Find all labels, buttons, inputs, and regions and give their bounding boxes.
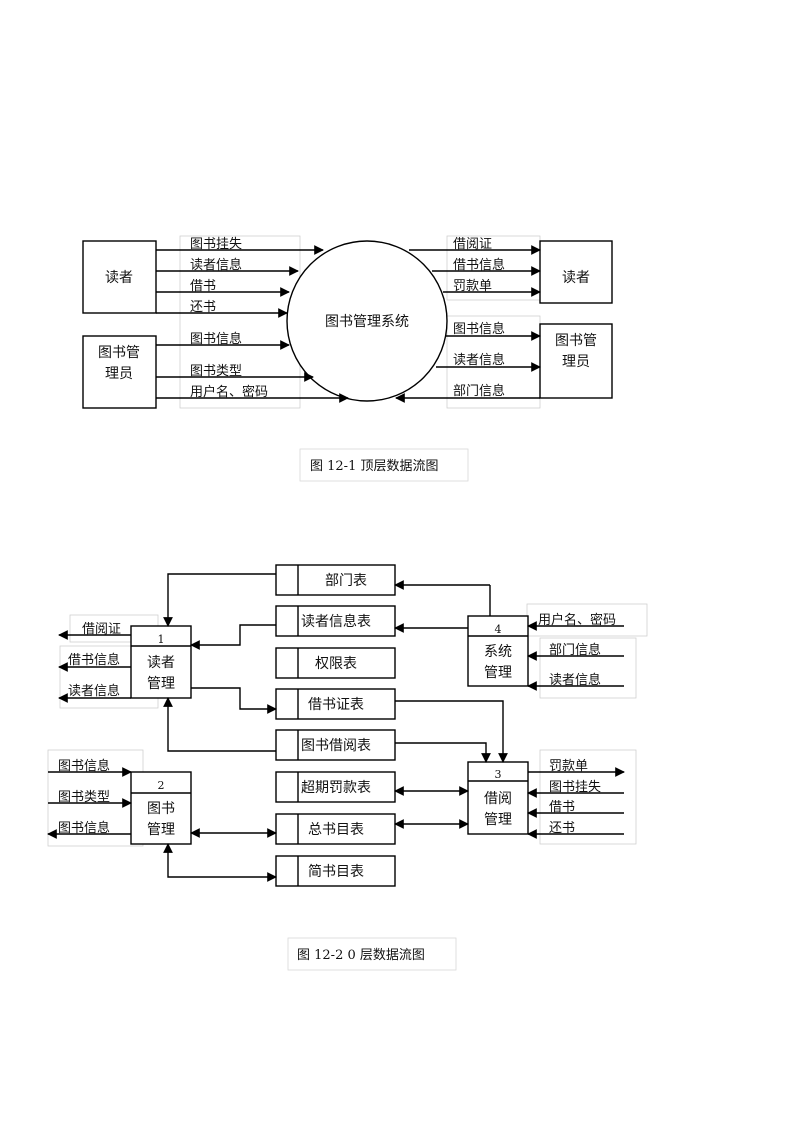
- flow-library-card-to-p3: [395, 700, 508, 763]
- entity-reader-right-label: 读者: [562, 269, 590, 286]
- process-3-label-1: 借阅: [484, 791, 512, 807]
- flow-label-p3-fine-notice: 罚款单: [549, 759, 588, 774]
- top-level-dfd: 读者 图书管 理员 读者 图书管 理员 图书管理系统 图书挂失 读者信息 借书 …: [82, 235, 613, 482]
- entity-admin-right-label-2: 理员: [562, 354, 590, 370]
- entity-admin-right-label-1: 图书管: [555, 333, 597, 349]
- flow-label-p3-borrow: 借书: [549, 800, 575, 815]
- level-0-dfd: 1 读者 管理 2 图书 管理 3 借阅 管理 4 系统 管理 部门表 读者信息…: [47, 564, 648, 971]
- store-department-table: 部门表: [275, 564, 396, 596]
- store-overdue-fine-table: 超期罚款表: [275, 771, 396, 803]
- entity-reader-left-label: 读者: [105, 269, 133, 286]
- process-4-label-2: 管理: [484, 665, 512, 681]
- entity-reader-left: [82, 240, 157, 314]
- flow-label-department-info: 部门信息: [453, 383, 505, 399]
- store-borrow-record-table: 图书借阅表: [275, 729, 396, 761]
- flow-label-book-info-out: 图书信息: [453, 321, 505, 337]
- caption-level-0: 图 12-2 0 层数据流图: [297, 948, 425, 963]
- flow-label-p2-book-type: 图书类型: [58, 790, 110, 805]
- flow-label-p2-book-info-in: 图书信息: [58, 758, 110, 774]
- store-reader-info-table-label: 读者信息表: [301, 613, 371, 630]
- process-3-borrow-management: [467, 761, 529, 835]
- flow-label-reader-info: 读者信息: [190, 257, 242, 273]
- flow-label-book-info-in: 图书信息: [190, 331, 242, 347]
- entity-admin-left-label-1: 图书管: [98, 345, 140, 361]
- store-brief-catalog-table-label: 简书目表: [308, 863, 364, 880]
- flow-label-p4-username-password: 用户名、密码: [538, 612, 616, 628]
- caption-top-level: 图 12-1 顶层数据流图: [310, 459, 438, 474]
- store-library-card-table: 借书证表: [275, 688, 396, 720]
- ghost-p3-flows: [539, 749, 637, 845]
- flow-borrow-record-to-p1: [163, 697, 276, 752]
- entity-reader-right: [539, 240, 613, 304]
- caption-box-1: [299, 448, 469, 482]
- flow-label-p1-library-card: 借阅证: [82, 622, 121, 637]
- flow-borrow-record-to-p3: [395, 742, 491, 763]
- store-general-catalog-table-label: 总书目表: [308, 822, 364, 838]
- flow-label-library-card: 借阅证: [453, 237, 492, 252]
- process-library-system: [286, 240, 448, 402]
- store-permission-table-label: 权限表: [315, 656, 357, 672]
- flow-label-p4-department-info: 部门信息: [549, 642, 601, 658]
- process-3-label-2: 管理: [484, 812, 512, 828]
- process-2-book-management: [130, 771, 192, 845]
- store-reader-info-table: 读者信息表: [275, 605, 396, 637]
- flow-label-borrow-info: 借书信息: [453, 257, 505, 273]
- flow-label-p3-return: 还书: [549, 821, 575, 836]
- process-2-label-2: 管理: [147, 822, 175, 838]
- flow-label-fine-notice: 罚款单: [453, 279, 492, 294]
- store-brief-catalog-table: 简书目表: [275, 855, 396, 887]
- flow-label-p1-reader-info: 读者信息: [68, 683, 120, 699]
- entity-admin-right: [539, 323, 613, 399]
- flow-p2-brief-catalog: [163, 843, 277, 882]
- process-1-number: 1: [158, 633, 165, 646]
- process-1-label-1: 读者: [147, 654, 175, 671]
- process-4-number: 4: [495, 623, 502, 636]
- flow-label-borrow: 借书: [190, 279, 216, 294]
- process-1-label-2: 管理: [147, 676, 175, 692]
- store-general-catalog-table: 总书目表: [275, 813, 396, 845]
- flow-label-reader-info-out: 读者信息: [453, 352, 505, 368]
- store-overdue-fine-table-label: 超期罚款表: [301, 780, 371, 796]
- flow-label-p1-borrow-info: 借书信息: [68, 652, 120, 668]
- process-3-number: 3: [495, 768, 502, 781]
- flow-label-report-loss: 图书挂失: [190, 237, 242, 252]
- process-4-label-1: 系统: [484, 644, 512, 660]
- store-borrow-record-table-label: 图书借阅表: [301, 738, 371, 754]
- process-1-reader-management: [130, 625, 192, 699]
- caption-box-2: [287, 937, 457, 971]
- process-library-system-label: 图书管理系统: [325, 314, 409, 330]
- flow-p1-to-library-card: [191, 687, 277, 714]
- flow-label-return: 还书: [190, 300, 216, 315]
- process-2-number: 2: [158, 779, 165, 792]
- store-permission-table: 权限表: [275, 647, 396, 679]
- flow-label-p2-book-info-out: 图书信息: [58, 820, 110, 836]
- entity-admin-left-label-2: 理员: [105, 366, 133, 382]
- store-department-table-label: 部门表: [325, 573, 367, 589]
- entity-admin-left: [82, 335, 157, 409]
- process-2-label-1: 图书: [147, 801, 175, 817]
- flow-label-book-type: 图书类型: [190, 364, 242, 379]
- flow-label-username-password: 用户名、密码: [190, 384, 268, 400]
- flow-label-p4-reader-info: 读者信息: [549, 672, 601, 688]
- flow-department-to-p1: [163, 573, 276, 627]
- flow-label-p3-report-loss: 图书挂失: [549, 780, 601, 795]
- ghost-p4-in-2: [539, 637, 637, 699]
- store-library-card-table-label: 借书证表: [308, 697, 364, 713]
- flow-reader-info-to-p1: [190, 624, 276, 650]
- process-4-system-management: [467, 615, 529, 687]
